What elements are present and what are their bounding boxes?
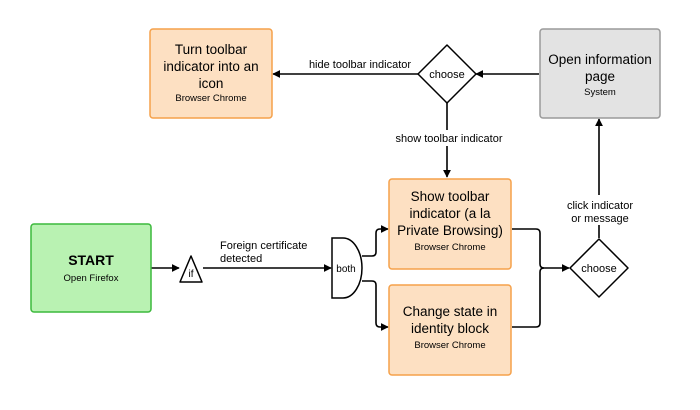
- label-bg: [560, 195, 640, 225]
- node-open-info-page: Open information page System: [539, 28, 661, 119]
- show-indicator-line3: Private Browsing): [397, 223, 503, 238]
- change-state-line2: identity block: [411, 321, 489, 336]
- node-if-gate: if: [179, 255, 203, 283]
- node-start: START Open Firefox: [30, 223, 152, 313]
- edge-change-to-choose: [512, 267, 545, 328]
- open-info-line1: Open information: [548, 52, 652, 67]
- turn-icon-subtitle: Browser Chrome: [175, 93, 246, 104]
- open-info-line2: page: [585, 69, 615, 84]
- node-change-state: Change state in identity block Browser C…: [388, 284, 512, 376]
- choose-bottom-label: choose: [581, 263, 616, 275]
- both-label: both: [336, 264, 355, 275]
- edge-label-hide-toolbar: hide toolbar indicator: [309, 59, 411, 71]
- turn-icon-line3: icon: [199, 76, 224, 91]
- edge-label-foreign-cert-2: detected: [220, 253, 262, 265]
- start-title: START: [68, 252, 114, 268]
- edge-show-to-choose: [512, 228, 570, 272]
- edge-label-show-toolbar: show toolbar indicator: [395, 133, 502, 145]
- turn-icon-line1: Turn toolbar: [175, 42, 248, 57]
- node-show-toolbar-indicator: Show toolbar indicator (a la Private Bro…: [388, 178, 512, 270]
- node-turn-into-icon: Turn toolbar indicator into an icon Brow…: [149, 28, 273, 119]
- open-info-subtitle: System: [584, 87, 616, 98]
- edge-both-to-change: [362, 280, 389, 331]
- node-choose-top: choose: [417, 44, 477, 104]
- edge-label-click-1: click indicator: [567, 200, 633, 212]
- label-bg: [392, 130, 507, 146]
- node-both-gate: both: [331, 237, 363, 299]
- edge-label-click-2: or message: [571, 213, 628, 225]
- turn-icon-line2: indicator into an: [163, 59, 258, 74]
- if-label: if: [189, 269, 194, 280]
- choose-top-label: choose: [429, 69, 464, 81]
- node-choose-bottom: choose: [569, 238, 629, 298]
- start-subtitle: Open Firefox: [64, 273, 119, 284]
- edge-label-foreign-cert-1: Foreign certificate: [220, 240, 307, 252]
- edge-both-to-show: [362, 225, 389, 257]
- show-indicator-line1: Show toolbar: [411, 189, 490, 204]
- show-indicator-line2: indicator (a la: [409, 206, 491, 221]
- change-state-line1: Change state in: [403, 304, 498, 319]
- change-state-subtitle: Browser Chrome: [414, 340, 485, 351]
- show-indicator-subtitle: Browser Chrome: [414, 242, 485, 253]
